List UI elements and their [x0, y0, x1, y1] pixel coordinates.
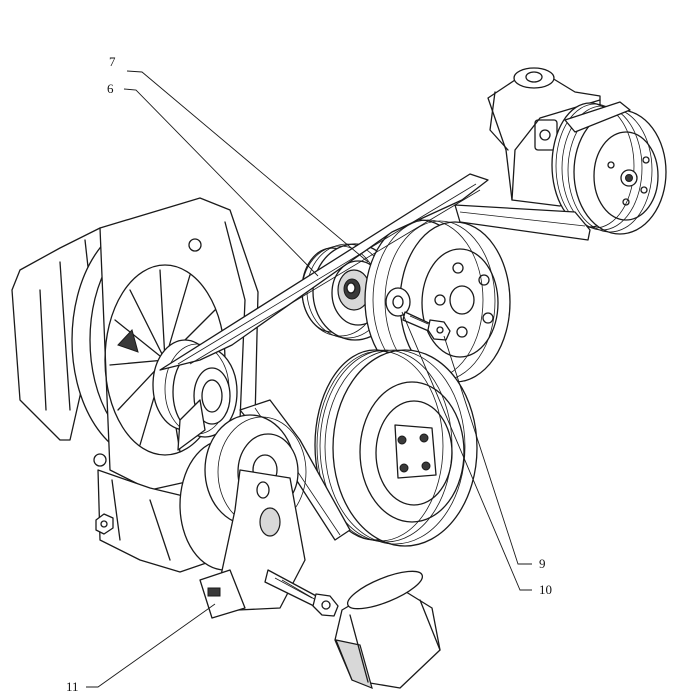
callout-10: 10 [539, 582, 552, 597]
tensioner-bolt [264, 569, 339, 617]
callout-6: 6 [107, 81, 114, 96]
pulley-bolt [402, 311, 451, 341]
callout-9: 9 [539, 556, 546, 571]
water-pump-pulley [364, 219, 511, 383]
leader-11 [86, 603, 216, 688]
leader-lines [86, 70, 532, 688]
pump-pulley [551, 102, 667, 235]
callout-labels: 7 6 9 10 11 [66, 54, 552, 694]
callout-7: 7 [109, 54, 116, 69]
leader-6 [123, 88, 319, 277]
belt-tensioner [179, 414, 307, 619]
leader-7 [126, 70, 369, 263]
callout-11: 11 [66, 679, 79, 694]
bolt-sleeve [334, 570, 441, 690]
washer [385, 287, 411, 317]
leader-10 [401, 311, 532, 591]
leader-9 [443, 335, 532, 565]
crankshaft-pulley [314, 349, 478, 547]
